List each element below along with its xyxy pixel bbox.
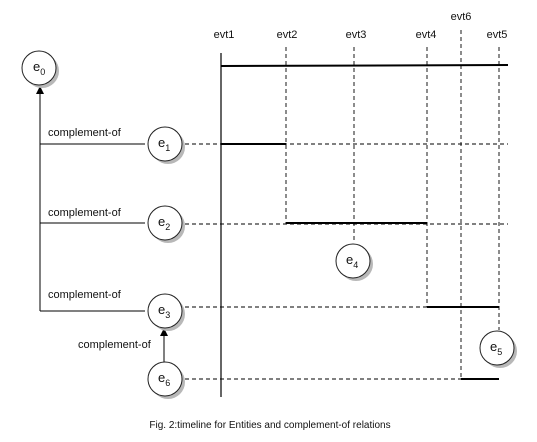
relation-label-e6: complement-of bbox=[78, 339, 152, 351]
entity-subscript-e5: 5 bbox=[497, 347, 502, 357]
event-label-evt1: evt1 bbox=[214, 29, 235, 41]
entity-label-e3: e bbox=[158, 302, 165, 317]
entity-label-e6: e bbox=[158, 370, 165, 385]
entity-subscript-e2: 2 bbox=[165, 222, 170, 232]
figure-caption: Fig. 2:timeline for Entities and complem… bbox=[149, 420, 390, 431]
entity-node-e3: e3 bbox=[147, 293, 185, 331]
entity-node-e4: e4 bbox=[335, 243, 373, 281]
event-label-evt5: evt5 bbox=[487, 29, 508, 41]
entity-subscript-e3: 3 bbox=[165, 310, 170, 320]
entity-node-e0: e0 bbox=[21, 50, 59, 88]
entity-label-e5: e bbox=[490, 339, 497, 354]
event-label-evt6: evt6 bbox=[451, 11, 472, 23]
svg-text:e5: e5 bbox=[490, 339, 502, 357]
event-label-evt4: evt4 bbox=[416, 29, 437, 41]
svg-text:e0: e0 bbox=[33, 59, 45, 77]
interval-e0 bbox=[220, 64, 509, 67]
svg-text:e3: e3 bbox=[158, 302, 170, 320]
entity-node-e2: e2 bbox=[147, 205, 185, 243]
relation-label-e2: complement-of bbox=[48, 207, 122, 219]
svg-text:e4: e4 bbox=[346, 252, 358, 270]
entity-node-e6: e6 bbox=[147, 361, 185, 399]
relation-label-e3: complement-of bbox=[48, 289, 122, 301]
entity-subscript-e6: 6 bbox=[165, 378, 170, 388]
entity-node-e1: e1 bbox=[147, 126, 185, 164]
entity-node-e5: e5 bbox=[479, 330, 517, 368]
svg-text:e6: e6 bbox=[158, 370, 170, 388]
entity-subscript-e0: 0 bbox=[40, 67, 45, 77]
entity-subscript-e4: 4 bbox=[353, 260, 358, 270]
relation-label-e1: complement-of bbox=[48, 127, 122, 139]
svg-text:e1: e1 bbox=[158, 135, 170, 153]
entity-label-e2: e bbox=[158, 214, 165, 229]
event-label-evt3: evt3 bbox=[346, 29, 367, 41]
entity-label-e4: e bbox=[346, 252, 353, 267]
entity-label-e1: e bbox=[158, 135, 165, 150]
entity-label-e0: e bbox=[33, 59, 40, 74]
event-label-evt2: evt2 bbox=[277, 29, 298, 41]
entity-subscript-e1: 1 bbox=[165, 143, 170, 153]
svg-text:e2: e2 bbox=[158, 214, 170, 232]
